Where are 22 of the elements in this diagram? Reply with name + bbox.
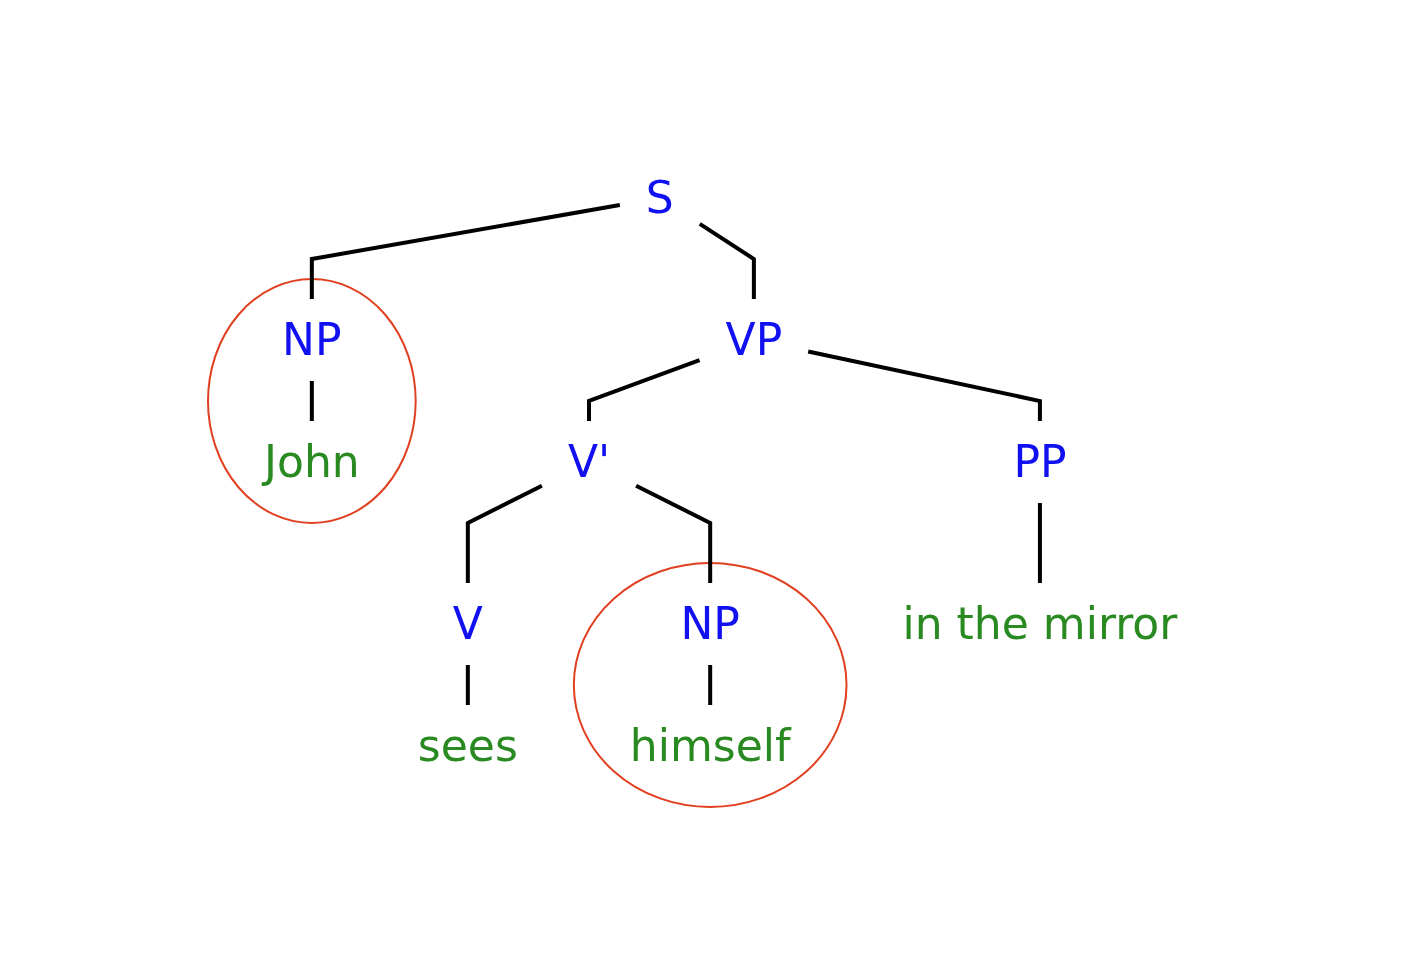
connector bbox=[587, 357, 701, 421]
connector bbox=[808, 349, 1043, 421]
connector bbox=[466, 664, 471, 705]
node-text: V' bbox=[568, 435, 611, 487]
node-text: in the mirror bbox=[902, 597, 1178, 649]
node-text: VP bbox=[725, 313, 783, 365]
node-text: PP bbox=[1013, 435, 1067, 487]
connector bbox=[310, 202, 621, 299]
node-text: V bbox=[453, 597, 484, 649]
node-text: S bbox=[646, 171, 675, 223]
cluster bbox=[573, 561, 848, 808]
connector bbox=[466, 483, 544, 583]
node-text: NP bbox=[282, 313, 342, 365]
connector bbox=[708, 664, 713, 705]
connector bbox=[635, 483, 713, 583]
connector bbox=[1038, 502, 1043, 583]
node-text: NP bbox=[680, 597, 741, 649]
node-text: himself bbox=[630, 719, 791, 771]
node-text: sees bbox=[418, 719, 519, 771]
connector bbox=[310, 380, 315, 421]
cluster bbox=[207, 277, 417, 524]
connector bbox=[699, 221, 757, 299]
